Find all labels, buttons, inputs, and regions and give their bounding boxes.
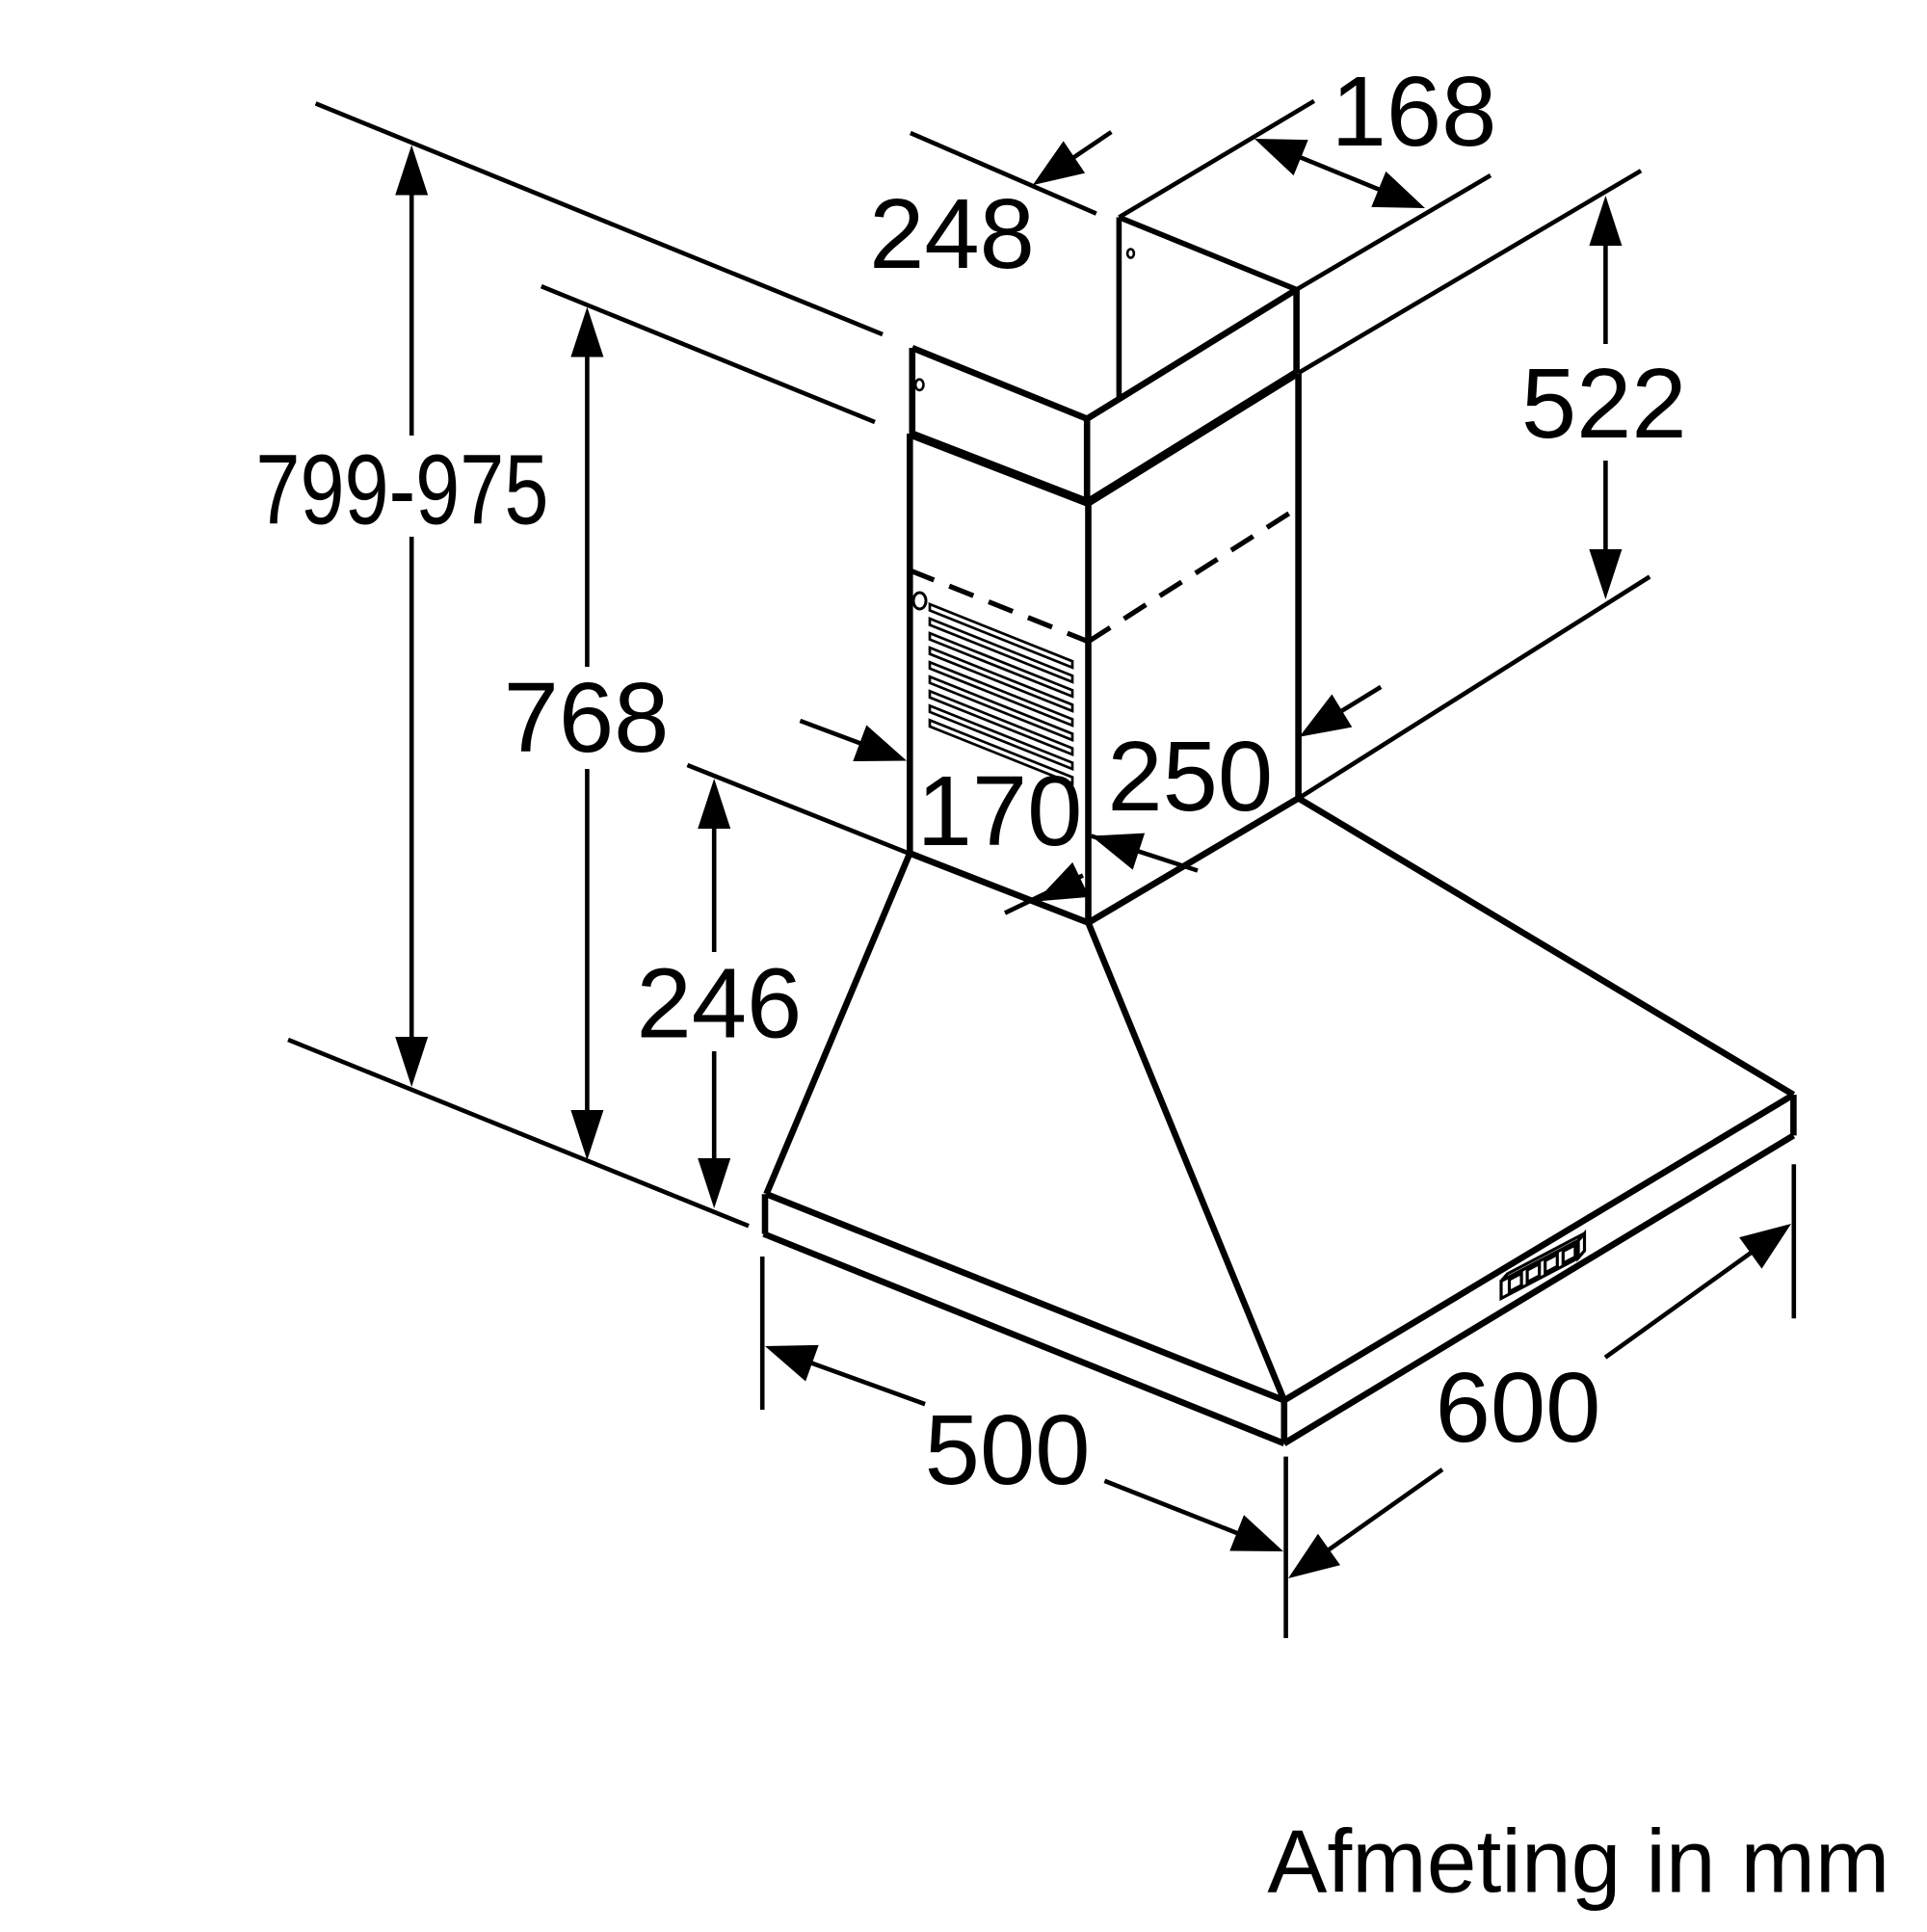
svg-text:768: 768: [504, 662, 670, 773]
svg-text:522: 522: [1521, 348, 1687, 459]
svg-text:600: 600: [1436, 1352, 1601, 1463]
svg-text:250: 250: [1107, 721, 1273, 832]
svg-text:Afmeting in mm: Afmeting in mm: [1267, 1812, 1889, 1912]
svg-text:500: 500: [925, 1394, 1091, 1505]
svg-text:168: 168: [1332, 56, 1497, 167]
svg-text:246: 246: [636, 947, 802, 1058]
svg-text:799-975: 799-975: [255, 435, 548, 545]
svg-text:248: 248: [869, 178, 1035, 289]
svg-text:170: 170: [917, 755, 1083, 866]
